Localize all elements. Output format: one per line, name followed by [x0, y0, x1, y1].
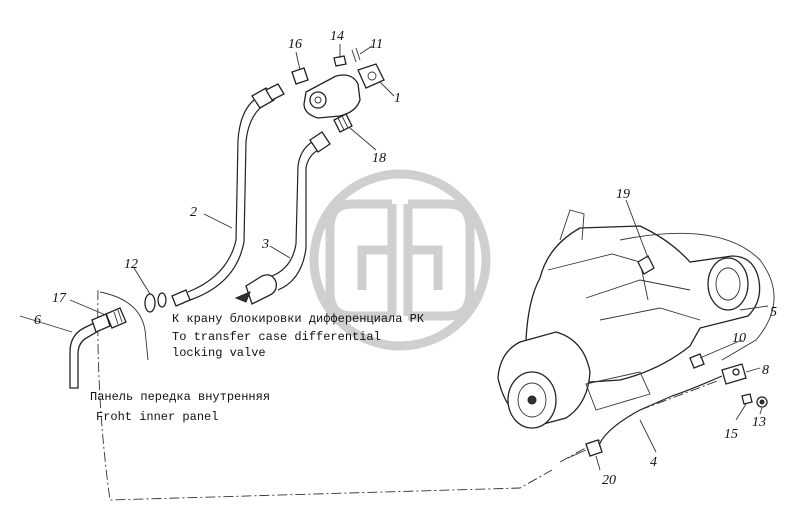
callout-12: 12 [124, 257, 138, 272]
callout-16: 16 [288, 37, 302, 52]
callout-19: 19 [616, 187, 630, 202]
callout-2: 2 [190, 205, 197, 220]
callout-1: 1 [394, 91, 401, 106]
hose-3 [234, 131, 331, 305]
callout-13: 13 [752, 415, 766, 430]
callout-5: 5 [770, 305, 777, 320]
callout-17: 17 [52, 291, 67, 306]
note-lock-en-1: To transfer case differential [172, 330, 381, 344]
note-panel-ru: Панель передка внутренняя [90, 390, 270, 404]
callout-14: 14 [330, 29, 344, 44]
valve-assembly-1 [291, 47, 385, 133]
transfer-case [497, 209, 775, 429]
note-lock-en-2: locking valve [172, 346, 266, 360]
note-lock-ru: К крану блокировки дифференциала РК [172, 312, 424, 326]
watermark-emblem [309, 169, 491, 351]
note-panel-en: Froht inner panel [96, 410, 218, 424]
callout-10: 10 [732, 331, 746, 346]
fitting-17 [105, 307, 127, 329]
hose-2 [171, 83, 285, 307]
callout-20: 20 [602, 473, 616, 488]
callout-18: 18 [372, 151, 386, 166]
harness-4 [567, 353, 768, 459]
callout-4: 4 [650, 455, 657, 470]
front-panel-outline [99, 291, 149, 361]
leader-lines [19, 44, 769, 471]
callout-8: 8 [762, 363, 769, 378]
elbow-fitting-6 [69, 313, 111, 389]
callout-15: 15 [724, 427, 738, 442]
callout-3: 3 [261, 237, 269, 252]
callout-6: 6 [34, 313, 41, 328]
callout-11: 11 [370, 37, 383, 52]
nut-12 [144, 292, 167, 313]
